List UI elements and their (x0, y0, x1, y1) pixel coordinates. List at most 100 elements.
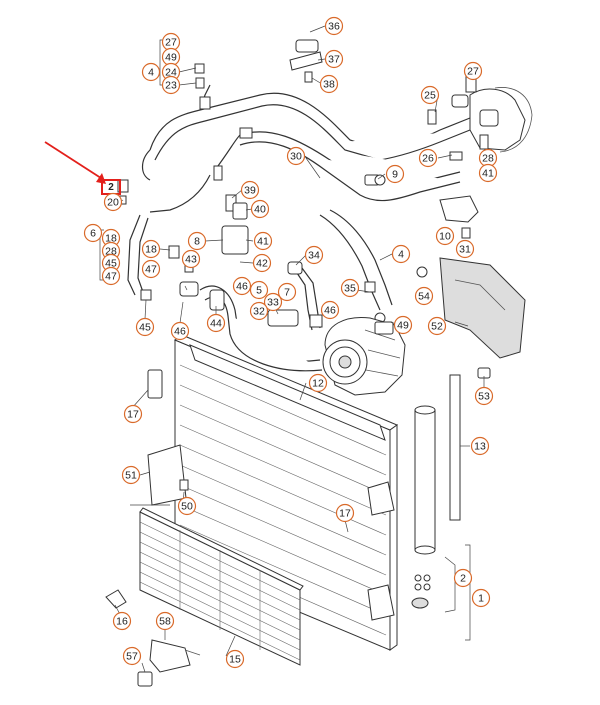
air-guide-grille (139, 507, 304, 666)
callout-label: 47 (145, 264, 157, 276)
callout-31: 31 (455, 239, 475, 259)
callout-42: 42 (252, 253, 272, 273)
callout-label: 41 (482, 168, 494, 180)
callout-label: 58 (159, 616, 171, 628)
callout-label: 18 (145, 244, 157, 256)
callout-circle (206, 313, 226, 333)
callout-15: 15 (225, 649, 245, 669)
callout-46a: 46 (232, 276, 252, 296)
callout-47b: 47 (141, 259, 161, 279)
callout-10: 10 (435, 226, 455, 246)
callout-circle (263, 292, 283, 312)
callout-label: 24 (165, 67, 177, 79)
callout-label: 20 (107, 197, 119, 209)
callout-41a: 41 (478, 163, 498, 183)
callout-label: 4 (398, 249, 404, 261)
callout-50: 50 (177, 496, 197, 516)
callout-circle (470, 436, 490, 456)
callout-57: 57 (122, 646, 142, 666)
callout-label: 16 (116, 616, 128, 628)
callout-label: 43 (185, 254, 197, 266)
callout-label: 42 (256, 258, 268, 270)
callout-circle (123, 404, 143, 424)
callout-label: 49 (397, 320, 409, 332)
callout-7: 7 (277, 282, 297, 302)
callout-12: 12 (308, 373, 328, 393)
callout-label: 52 (431, 321, 443, 333)
callout-circle (187, 231, 207, 251)
callout-circle (101, 266, 121, 286)
highlight-marker: 2 (44, 141, 121, 195)
callout-circle (170, 321, 190, 341)
callout-41b: 41 (253, 231, 273, 251)
callout-circle (340, 278, 360, 298)
callout-label: 25 (424, 90, 436, 102)
callout-circle (225, 649, 245, 669)
callout-circle (418, 148, 438, 168)
callout-circle (103, 192, 123, 212)
callout-label: 45 (139, 322, 151, 334)
callout-circle (240, 180, 260, 200)
callout-circle (320, 300, 340, 320)
callout-label: 5 (256, 285, 262, 297)
callout-36: 36 (324, 16, 344, 36)
callout-label: 33 (267, 297, 279, 309)
callout-circle (232, 276, 252, 296)
highlight-label: 2 (108, 182, 114, 193)
callout-circle (414, 286, 434, 306)
callout-circle (478, 163, 498, 183)
callout-9: 9 (385, 164, 405, 184)
callout-label: 4 (148, 67, 154, 79)
callout-40: 40 (250, 199, 270, 219)
callout-label: 46 (324, 305, 336, 317)
callout-circle (471, 588, 491, 608)
callout-16: 16 (112, 611, 132, 631)
callout-label: 34 (308, 250, 320, 262)
callout-46b: 46 (320, 300, 340, 320)
callout-label: 12 (312, 378, 324, 390)
hvac-connection (416, 69, 533, 379)
callout-circle (335, 503, 355, 523)
callout-circle (393, 315, 413, 335)
callout-1: 1 (471, 588, 491, 608)
compressor (322, 316, 406, 396)
callout-25: 25 (420, 85, 440, 105)
callout-circle (181, 249, 201, 269)
callout-circle (141, 239, 161, 259)
callout-label: 2 (460, 573, 466, 585)
callout-27b: 27 (463, 61, 483, 81)
callout-circle (135, 317, 155, 337)
callout-53: 53 (474, 386, 494, 406)
callout-6: 6 (83, 223, 103, 243)
callout-circle (277, 282, 297, 302)
callout-17b: 17 (335, 503, 355, 523)
callout-58: 58 (155, 611, 175, 631)
callout-circle (455, 239, 475, 259)
callout-32: 32 (249, 301, 269, 321)
callout-circle (435, 226, 455, 246)
callout-circle (161, 75, 181, 95)
callout-label: 31 (459, 244, 471, 256)
callout-circle (474, 386, 494, 406)
callout-label: 26 (422, 153, 434, 165)
callout-label: 47 (105, 271, 117, 283)
callout-label: 40 (254, 204, 266, 216)
callout-4a: 4 (141, 62, 161, 82)
callout-label: 35 (344, 283, 356, 295)
callout-label: 32 (253, 306, 265, 318)
callout-circle (252, 253, 272, 273)
callout-label: 28 (482, 153, 494, 165)
callout-label: 57 (126, 651, 138, 663)
callout-46c: 46 (170, 321, 190, 341)
callout-label: 27 (165, 37, 177, 49)
callout-circle (177, 496, 197, 516)
callout-label: 50 (181, 501, 193, 513)
callout-label: 39 (244, 185, 256, 197)
callout-4b: 4 (391, 244, 411, 264)
callout-label: 13 (474, 441, 486, 453)
callout-label: 53 (478, 391, 490, 403)
callout-circle (112, 611, 132, 631)
callout-39: 39 (240, 180, 260, 200)
callout-2: 2 (453, 568, 473, 588)
